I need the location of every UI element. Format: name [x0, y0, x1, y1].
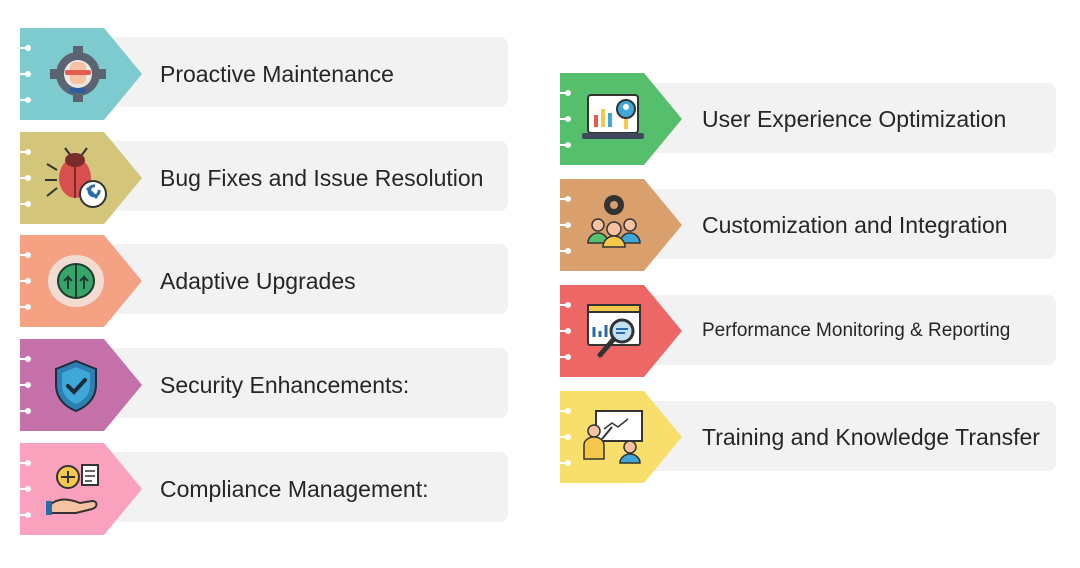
item-bar [102, 141, 508, 211]
item-tag [560, 73, 682, 165]
item-label: Customization and Integration [702, 211, 1008, 238]
team-gear-icon [587, 195, 641, 248]
item-label: Proactive Maintenance [160, 60, 394, 87]
item-bar [102, 348, 508, 418]
item-bar [642, 189, 1056, 259]
list-item-proactive-maintenance: Proactive Maintenance [20, 28, 508, 120]
item-bar [642, 83, 1056, 153]
item-label: Bug Fixes and Issue Resolution [160, 164, 484, 191]
presentation-training-icon [583, 410, 643, 464]
item-tag [560, 179, 682, 271]
item-label: Security Enhancements: [160, 371, 410, 398]
item-label: Training and Knowledge Transfer [702, 423, 1040, 450]
item-tag [20, 339, 142, 431]
report-magnifier-icon [587, 304, 641, 358]
item-bar [642, 401, 1056, 471]
list-item-customization: Customization and Integration [560, 179, 1056, 271]
bug-wrench-icon [45, 147, 107, 208]
item-bar [102, 37, 508, 107]
item-tag [20, 443, 142, 535]
list-item-bug-fixes: Bug Fixes and Issue Resolution [20, 132, 508, 224]
item-label: Adaptive Upgrades [160, 267, 356, 294]
shield-check-icon [55, 359, 97, 413]
list-item-compliance-management: Compliance Management: [20, 443, 508, 535]
item-tag [20, 235, 142, 327]
list-item-security-enhancements: Security Enhancements: [20, 339, 508, 431]
list-item-user-experience: User Experience Optimization [560, 73, 1056, 165]
item-tag [560, 285, 682, 377]
item-tag [560, 391, 682, 483]
item-tag [20, 28, 142, 120]
item-label: User Experience Optimization [702, 105, 1007, 132]
list-item-performance-monitoring: Performance Monitoring & Reporting [560, 285, 1056, 377]
item-bar [102, 244, 508, 314]
list-item-training: Training and Knowledge Transfer [560, 391, 1056, 483]
item-bar [642, 295, 1056, 365]
item-label: Compliance Management: [160, 475, 429, 502]
laptop-analytics-user-icon [582, 94, 644, 139]
brain-upgrade-icon [48, 255, 104, 307]
item-label: Performance Monitoring & Reporting [702, 320, 1011, 341]
gear-wrench-hand-icon [50, 46, 106, 102]
scales-document-hand-icon [46, 464, 99, 515]
item-bar [102, 452, 508, 522]
list-item-adaptive-upgrades: Adaptive Upgrades [20, 235, 508, 327]
item-tag [20, 132, 142, 224]
